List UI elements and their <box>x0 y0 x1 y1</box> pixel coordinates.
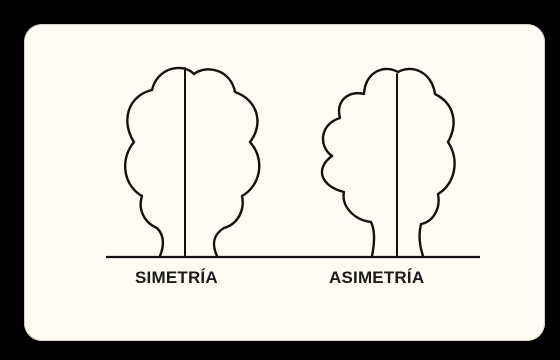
asymmetric-tree-icon <box>320 67 456 258</box>
symmetric-tree-outline <box>124 66 261 258</box>
asymmetric-tree-outline <box>320 67 456 258</box>
diagram-card <box>24 24 545 341</box>
symmetry-label: SIMETRÍA <box>135 268 218 287</box>
asymmetry-label: ASIMETRÍA <box>329 268 425 287</box>
symmetric-tree-icon <box>124 66 261 258</box>
